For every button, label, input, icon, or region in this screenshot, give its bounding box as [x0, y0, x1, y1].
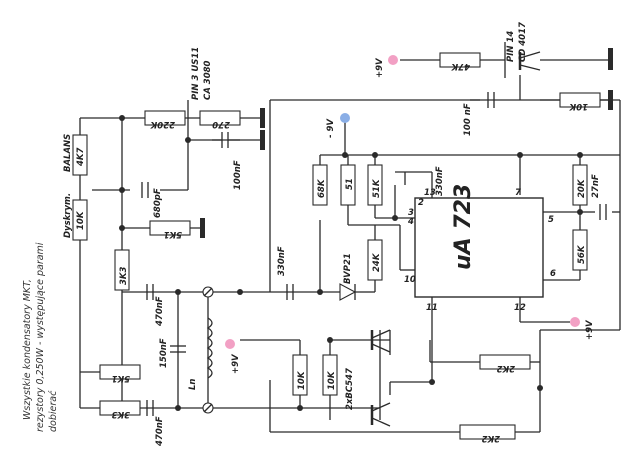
label-5k1-top: 5K1 — [164, 229, 182, 239]
label-neg-9v: - 9V — [326, 118, 336, 138]
diode-bvp21 — [338, 283, 360, 301]
resistor-51 — [340, 164, 356, 206]
label-680pf: 680pF — [153, 188, 163, 218]
resistor-220k — [144, 110, 186, 126]
resistor-10k-b — [322, 354, 338, 396]
resistor-47k — [439, 52, 481, 68]
resistor-10k-right — [559, 92, 601, 108]
label-100nf-top: 100nF — [233, 160, 243, 190]
potentiometer-balans — [72, 134, 88, 176]
pin-13: 13 — [424, 188, 436, 198]
resistor-2k2-b — [459, 424, 516, 440]
pin-11: 11 — [426, 303, 438, 313]
pin-2: 2 — [418, 198, 424, 208]
resistor-270 — [199, 110, 241, 126]
note-line-1: Wszystkie kondensatory MKT, — [22, 279, 33, 420]
junctions — [119, 115, 583, 411]
label-20k: 20K — [577, 178, 587, 198]
label-24k: 24K — [372, 252, 382, 272]
label-51: 51 — [345, 178, 355, 190]
supply-dot-negative — [340, 113, 350, 123]
label-pin14-b: CD 4017 — [518, 22, 528, 62]
label-470-bottom: 470nF — [155, 416, 165, 447]
label-10k-a: 10K — [297, 370, 307, 390]
label-470-top: 470nF — [155, 296, 165, 327]
label-150nf: 150nF — [159, 338, 169, 368]
resistors — [72, 52, 601, 440]
labels: Wszystkie kondensatory MKT, rezystory 0,… — [22, 22, 601, 447]
label-5k1-bottom: 5K1 — [112, 373, 130, 383]
ic-ua723-body — [414, 197, 544, 298]
resistor-3k3-top — [114, 249, 130, 291]
label-10k-b: 10K — [327, 370, 337, 390]
ic-title: uA 723 — [451, 184, 476, 270]
ground-bars — [200, 48, 613, 238]
label-dyskrym-val: 10K — [76, 210, 86, 230]
label-10k-right: 10K — [568, 101, 588, 111]
label-3k3-top: 3K3 — [119, 266, 129, 285]
resistor-3k3-bottom — [99, 400, 141, 416]
label-9v-right: +9V — [585, 319, 595, 340]
transistors-2xbc547 — [370, 51, 541, 427]
resistor-10k-a — [292, 354, 308, 396]
potentiometer-dyskrym — [72, 199, 88, 241]
label-pin3-a: PIN 3 US11 — [191, 47, 201, 100]
resistor-20k — [572, 164, 588, 206]
label-balans: BALANS — [63, 134, 73, 172]
label-270: 270 — [212, 119, 230, 129]
pin-12: 12 — [514, 303, 526, 313]
resistor-24k — [367, 239, 383, 281]
pin-10: 10 — [404, 275, 416, 285]
pin-3: 3 — [408, 208, 414, 218]
label-220k: 220K — [149, 119, 175, 129]
pin-6: 6 — [550, 269, 556, 279]
resistor-2k2-a — [479, 354, 531, 370]
pin-7: 7 — [515, 188, 521, 198]
label-dyskrym: Dyskrym. — [63, 193, 73, 238]
wires — [79, 42, 621, 433]
resistor-5k1-top — [149, 220, 191, 236]
label-bvp21: BVP21 — [343, 253, 353, 284]
label-100nf-right: 100 nF — [463, 103, 473, 136]
label-9v-mid: +9V — [231, 353, 241, 374]
label-pin14-a: PIN 14 — [506, 31, 516, 62]
label-9v-top: +9V — [375, 57, 385, 78]
pin-5: 5 — [548, 215, 554, 225]
inductor-ln — [202, 286, 214, 414]
label-pin3-b: CA 3080 — [203, 60, 213, 100]
supply-dot-right — [570, 317, 580, 327]
label-3k3-bottom: 3K3 — [111, 409, 130, 419]
label-2k2-a: 2K2 — [496, 363, 515, 373]
label-ln: Ln — [188, 379, 198, 390]
capacitors — [141, 92, 607, 416]
resistor-5k1-bottom — [99, 364, 141, 380]
pin-4: 4 — [407, 217, 414, 227]
note-line-3: dobierać — [48, 390, 59, 432]
label-2k2-b: 2K2 — [481, 433, 500, 443]
resistor-68k — [312, 164, 328, 206]
label-47k: 47K — [450, 61, 471, 71]
label-330nf-ic: 330nF — [435, 166, 445, 196]
supply-dot-top — [388, 55, 398, 65]
label-balans-val: 4K7 — [76, 147, 86, 167]
label-transistor: 2xBC547 — [345, 368, 355, 410]
label-330nf-left: 330nF — [277, 246, 287, 276]
resistor-51k — [367, 164, 383, 206]
label-56k: 56K — [577, 244, 587, 264]
label-68k: 68K — [317, 178, 327, 198]
supply-dot-mid — [225, 339, 235, 349]
label-27nf: 27nF — [591, 174, 601, 198]
resistor-56k — [572, 229, 588, 271]
label-51k: 51K — [372, 178, 382, 198]
note-line-2: rezystory 0,250W - występujące parami — [35, 242, 46, 432]
